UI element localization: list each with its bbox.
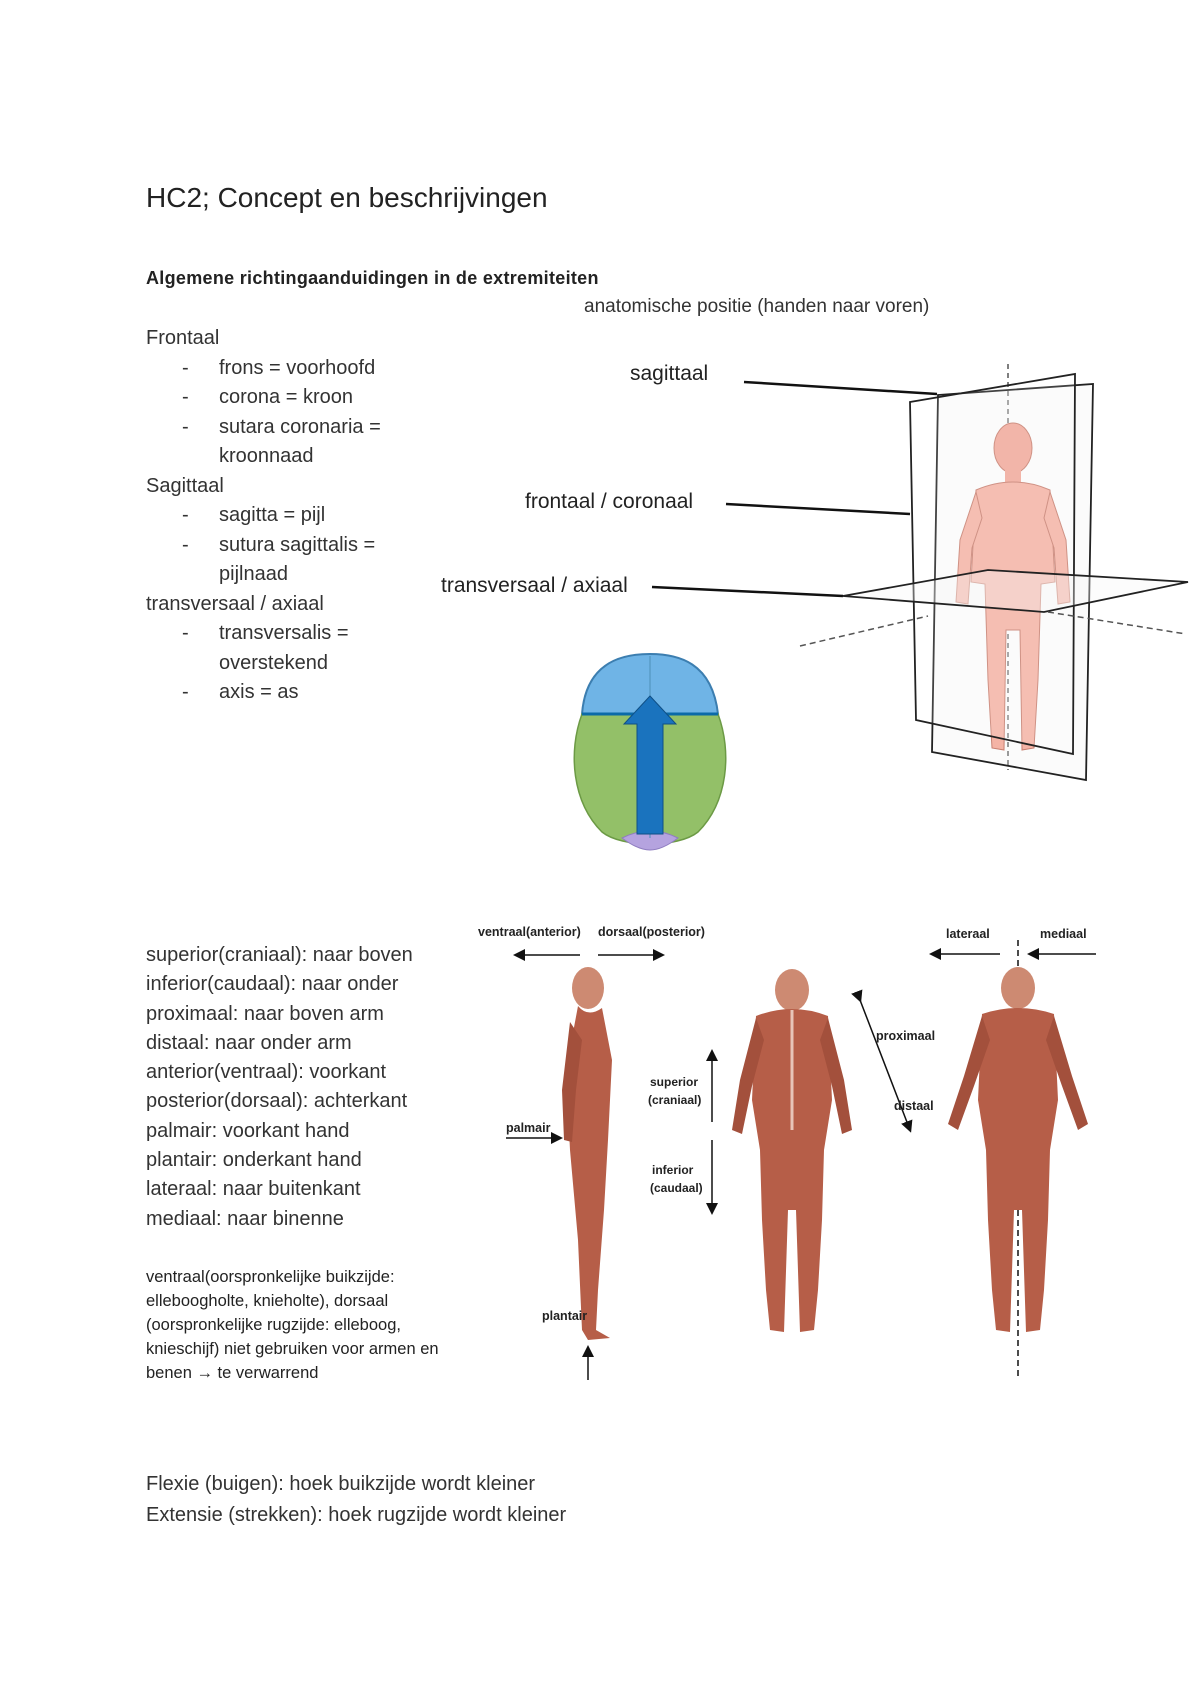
list-item: distaal: naar onder arm bbox=[146, 1031, 352, 1054]
list-item: sutara coronaria = kroonnaad bbox=[146, 413, 446, 472]
skull-top-view-image bbox=[573, 652, 727, 851]
list-item: inferior(caudaal): naar onder bbox=[146, 973, 399, 996]
plane-heading-frontal: Frontaal bbox=[146, 327, 220, 349]
list-item: corona = kroon bbox=[146, 383, 446, 413]
list-item: lateraal: naar buitenkant bbox=[146, 1178, 361, 1201]
cranial-label: (craniaal) bbox=[648, 1093, 701, 1107]
plane-list: Frontaal frons = voorhoofd corona = kroo… bbox=[146, 324, 446, 708]
sagittal-arrow-icon bbox=[622, 695, 678, 835]
muscle-figure-back bbox=[732, 969, 852, 1332]
anatomical-directions-figure: ventraal(anterior) dorsaal(posterior) la… bbox=[478, 925, 1096, 1380]
dorsal-label: dorsaal(posterior) bbox=[598, 925, 705, 939]
list-item: superior(craniaal): naar boven bbox=[146, 944, 413, 966]
list-item: sutura sagittalis = pijlnaad bbox=[146, 531, 446, 590]
plantar-label: plantair bbox=[542, 1309, 587, 1323]
proximal-label: proximaal bbox=[876, 1029, 935, 1043]
anatomical-planes-figure: sagittaal frontaal / coronaal transversa… bbox=[441, 362, 1189, 782]
flexion-line: Flexie (buigen): hoek buikzijde wordt kl… bbox=[146, 1473, 536, 1495]
page-title: HC2; Concept en beschrijvingen bbox=[146, 182, 548, 213]
sagittal-label: sagittaal bbox=[630, 362, 708, 385]
lateral-label: lateraal bbox=[946, 927, 990, 941]
transverse-label: transversaal / axiaal bbox=[441, 574, 628, 597]
list-item: mediaal: naar binenne bbox=[146, 1207, 344, 1230]
list-item: axis = as bbox=[146, 678, 446, 708]
figure-caption: anatomische positie (handen naar voren) bbox=[584, 296, 930, 317]
palmar-label: palmair bbox=[506, 1121, 551, 1135]
list-item: proximaal: naar boven arm bbox=[146, 1002, 384, 1025]
distal-label: distaal bbox=[894, 1099, 934, 1113]
medial-label: mediaal bbox=[1040, 927, 1087, 941]
list-item: sagitta = pijl bbox=[146, 501, 446, 531]
list-item: frons = voorhoofd bbox=[146, 354, 446, 384]
caudal-label: (caudaal) bbox=[650, 1181, 703, 1195]
muscle-figure-side bbox=[562, 967, 612, 1340]
plane-heading-transverse: transversaal / axiaal bbox=[146, 592, 324, 615]
list-item: anterior(ventraal): voorkant bbox=[146, 1061, 387, 1084]
list-item: plantair: onderkant hand bbox=[146, 1149, 362, 1172]
flexion-extension: Flexie (buigen): hoek buikzijde wordt kl… bbox=[146, 1469, 566, 1530]
note-text: ventraal(oorspronkelijke buikzijde: elle… bbox=[146, 1268, 439, 1382]
frontal-label: frontaal / coronaal bbox=[525, 490, 693, 513]
muscle-figure-front bbox=[948, 967, 1088, 1332]
list-item: palmair: voorkant hand bbox=[146, 1119, 350, 1142]
extension-line: Extensie (strekken): hoek rugzijde wordt… bbox=[146, 1503, 567, 1526]
list-item: transversalis = overstekend bbox=[146, 619, 446, 678]
inferior-label: inferior bbox=[652, 1163, 694, 1177]
superior-label: superior bbox=[650, 1075, 698, 1089]
list-item: posterior(dorsaal): achterkant bbox=[146, 1090, 408, 1113]
direction-terms-list: superior(craniaal): naar boven inferior(… bbox=[146, 941, 476, 1234]
human-figure bbox=[955, 422, 1071, 751]
section-heading: Algemene richtingaanduidingen in de extr… bbox=[146, 268, 599, 288]
ventral-label: ventraal(anterior) bbox=[478, 925, 581, 939]
plane-heading-sagittal: Sagittaal bbox=[146, 474, 224, 497]
